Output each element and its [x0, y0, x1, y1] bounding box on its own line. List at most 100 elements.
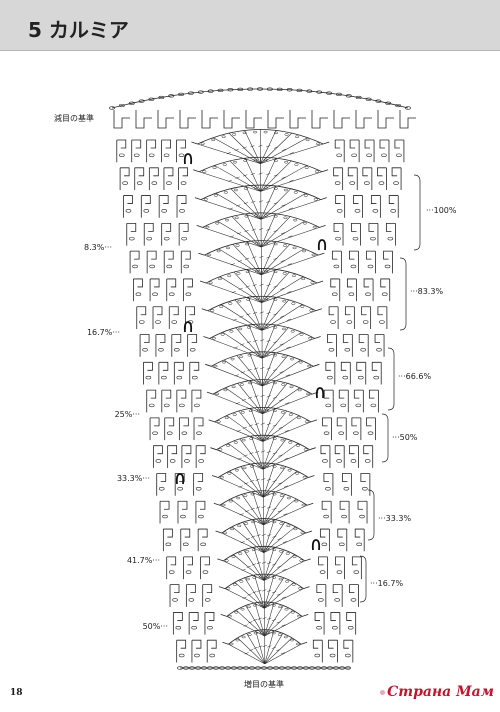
- chain-stitch: [341, 514, 347, 519]
- fan-stitch: [216, 449, 264, 470]
- chain-stitch: [352, 236, 359, 241]
- chain-stitch: [315, 666, 321, 670]
- chain-stitch: [295, 642, 301, 646]
- chain-stitch: [138, 320, 145, 324]
- chain-stitch: [194, 653, 200, 658]
- chain-stitch: [273, 214, 278, 218]
- chain-stitch: [292, 555, 297, 558]
- stitch-bar: [242, 426, 247, 429]
- fan-stitch: [234, 582, 265, 609]
- left-percent-label: 16.7%···: [86, 328, 120, 337]
- mesh-block: [331, 250, 342, 274]
- chain-stitch: [366, 153, 372, 157]
- mesh-block: [362, 167, 373, 191]
- left-percent-label: 25%···: [114, 410, 140, 419]
- chain-stitch: [219, 305, 224, 308]
- fan-stitch: [232, 244, 262, 275]
- fan-stitch: [236, 609, 265, 637]
- stitch-bar: [232, 318, 237, 321]
- link-line: [218, 586, 226, 590]
- stitch-bar: [271, 646, 276, 649]
- fan-stitch: [260, 220, 306, 248]
- stitch-bar: [277, 565, 282, 568]
- fan-arc: [197, 129, 324, 145]
- stitch-bar: [259, 255, 264, 258]
- edge-block: [245, 110, 262, 129]
- chain-stitch: [246, 326, 251, 329]
- stitch-bar: [256, 562, 262, 565]
- fan-stitch: [260, 130, 277, 164]
- mesh-block: [333, 167, 344, 191]
- mesh-block: [180, 250, 191, 274]
- link-line: [191, 141, 198, 145]
- fan-stitch: [261, 248, 305, 276]
- chain-stitch: [302, 221, 307, 225]
- chain-stitch: [247, 353, 252, 357]
- mesh-block: [191, 389, 202, 413]
- mesh-block: [323, 389, 334, 413]
- chain-stitch: [217, 277, 222, 281]
- stitch-bar: [288, 207, 293, 210]
- mesh-block: [349, 445, 359, 468]
- fan-stitch: [264, 577, 285, 609]
- chain-stitch: [132, 264, 138, 269]
- chain-stitch: [289, 638, 295, 642]
- mesh-block: [334, 445, 345, 468]
- link-line: [309, 447, 316, 451]
- stitch-bar: [245, 285, 250, 288]
- chain-stitch: [278, 550, 284, 553]
- chain-stitch: [350, 264, 357, 269]
- chain-stitch: [294, 135, 300, 139]
- mesh-block: [335, 195, 346, 218]
- stitch-bar: [236, 204, 241, 207]
- mesh-block: [330, 278, 341, 302]
- chain-stitch: [182, 542, 189, 547]
- fan-stitch: [245, 605, 265, 637]
- mesh-block: [316, 584, 327, 607]
- stitch-bar: [289, 152, 294, 155]
- chain-stitch: [245, 550, 250, 553]
- right-percent-label: ···33.3%: [378, 514, 412, 523]
- chain-stitch: [293, 218, 298, 222]
- chain-stitch: [231, 385, 236, 389]
- chain-stitch: [226, 246, 231, 250]
- chain-stitch: [297, 666, 303, 670]
- chain-stitch: [169, 459, 176, 463]
- chain-stitch: [359, 514, 365, 519]
- stitch-bar: [273, 230, 278, 232]
- fan-stitch: [264, 643, 302, 665]
- chain-stitch: [387, 236, 394, 241]
- fan-stitch: [214, 165, 261, 192]
- stitch-bar: [281, 176, 286, 179]
- stitch-bar: [241, 568, 246, 571]
- mesh-block: [337, 528, 348, 552]
- stitch-bar: [284, 429, 289, 432]
- stitch-bar: [267, 589, 272, 592]
- stitch-bar: [256, 534, 261, 537]
- fan-stitch: [242, 522, 265, 553]
- mesh-block: [341, 473, 352, 496]
- chain-stitch: [264, 297, 269, 301]
- mesh-block: [178, 167, 188, 191]
- chain-stitch: [263, 158, 268, 162]
- mesh-block: [185, 306, 195, 329]
- fan-stitch: [263, 532, 307, 553]
- chain-stitch: [179, 209, 185, 213]
- mesh-block: [340, 361, 351, 385]
- fan-stitch: [228, 132, 261, 164]
- fan-stitch: [212, 393, 263, 414]
- edge-block: [311, 110, 328, 129]
- mesh-block: [321, 500, 332, 524]
- chain-stitch: [395, 103, 402, 108]
- chain-stitch: [272, 409, 277, 413]
- mesh-block: [356, 361, 367, 385]
- chain-stitch: [223, 191, 228, 194]
- chain-stitch: [258, 519, 263, 523]
- stitch-bar: [238, 485, 243, 488]
- chain-stitch: [230, 357, 235, 361]
- mesh-block: [164, 417, 175, 441]
- chain-stitch: [221, 503, 226, 507]
- chain-stitch: [338, 542, 345, 547]
- link-line: [316, 280, 324, 284]
- mesh-block: [161, 139, 171, 163]
